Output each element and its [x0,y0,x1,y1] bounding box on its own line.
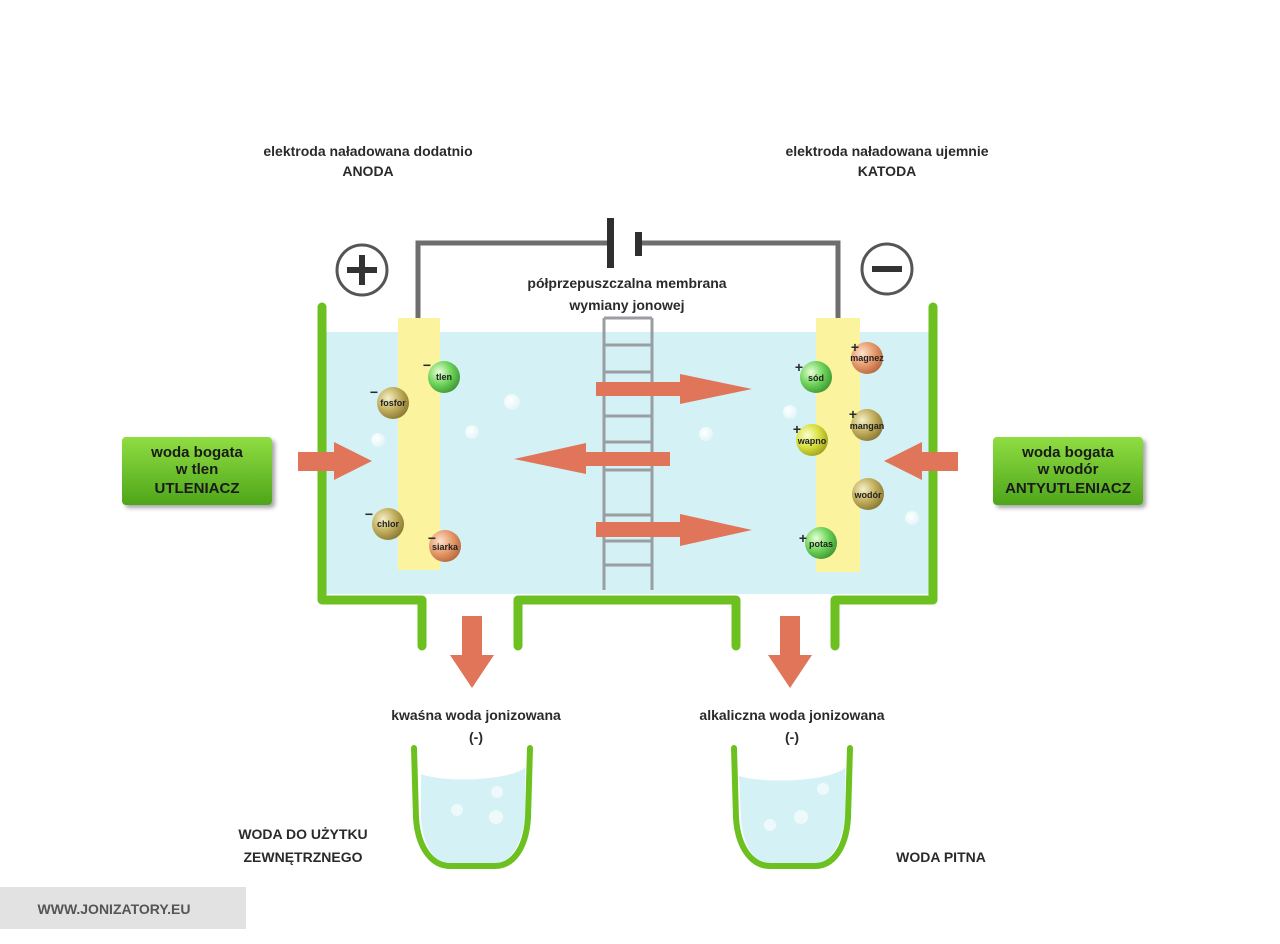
minus-icon [860,242,914,296]
svg-text:+: + [851,339,859,355]
ion-magnez: magnez + [850,339,884,374]
svg-text:woda bogata: woda bogata [1021,444,1114,461]
footer-bar [0,887,246,929]
outlet-arrow-right [768,616,812,688]
svg-text:+: + [799,530,807,546]
svg-text:fosfor: fosfor [380,398,406,408]
svg-text:w wodór: w wodór [1037,461,1099,478]
inlet-arrow-right [884,442,958,480]
svg-text:wodór: wodór [854,490,882,500]
svg-text:ANTYUTLENIACZ: ANTYUTLENIACZ [1005,480,1131,497]
anode-label: elektroda naładowana dodatnio [263,143,472,159]
outlet-arrow-left [450,616,494,688]
outlet-left-label: kwaśna woda jonizowana [391,707,561,723]
ion-sod: sód + [795,359,832,393]
bubbles [371,394,919,525]
plus-icon [335,243,389,297]
svg-text:−: − [370,384,378,400]
ion-potas: potas + [799,527,837,559]
footer-url: WWW.JONIZATORY.EU [38,901,191,917]
ion-fosfor: fosfor − [370,384,409,419]
usage-left-1: WODA DO UŻYTKU [238,826,367,842]
svg-text:+: + [849,406,857,422]
anode-name: ANODA [342,163,393,179]
svg-text:potas: potas [809,539,833,549]
ion-mangan: mangan + [849,406,884,441]
cup-right [731,745,853,869]
usage-left-2: ZEWNĘTRZNEGO [244,849,363,865]
svg-text:siarka: siarka [432,542,459,552]
right-info-box: woda bogata w wodór ANTYUTLENIACZ [993,437,1143,505]
svg-text:tlen: tlen [436,372,452,382]
ion-chlor: chlor − [365,506,404,540]
svg-text:woda bogata: woda bogata [150,444,243,461]
outlet-right-label: alkaliczna woda jonizowana [699,707,884,723]
left-info-box: woda bogata w tlen UTLENIACZ [122,437,272,505]
cathode-name: KATODA [858,163,917,179]
svg-text:−: − [423,357,431,373]
battery-icon [607,218,642,268]
svg-text:magnez: magnez [850,353,884,363]
ion-flow-arrows [514,374,752,546]
cathode-label: elektroda naładowana ujemnie [785,143,988,159]
outlet-left-sub: (-) [469,729,483,745]
svg-text:chlor: chlor [377,519,400,529]
circuit-wire [415,240,841,318]
svg-text:+: + [795,359,803,375]
cup-left [411,745,533,869]
svg-text:−: − [428,530,436,546]
svg-text:sód: sód [808,373,824,383]
svg-text:UTLENIACZ: UTLENIACZ [155,480,240,497]
usage-right: WODA PITNA [896,849,986,865]
membrane-label-2: wymiany jonowej [568,297,684,313]
svg-text:+: + [793,421,801,437]
svg-text:−: − [365,506,373,522]
ion-wodor: wodór [852,478,884,510]
svg-text:wapno: wapno [797,436,827,446]
outlet-right-sub: (-) [785,729,799,745]
ion-siarka: siarka − [428,530,461,562]
ion-wapno: wapno + [793,421,828,456]
anode-electrode [398,318,440,570]
svg-text:w tlen: w tlen [175,461,219,478]
membrane-label-1: półprzepuszczalna membrana [527,275,726,291]
svg-text:mangan: mangan [850,421,885,431]
ion-tlen: tlen − [423,357,460,393]
inlet-arrow-left [298,442,372,480]
